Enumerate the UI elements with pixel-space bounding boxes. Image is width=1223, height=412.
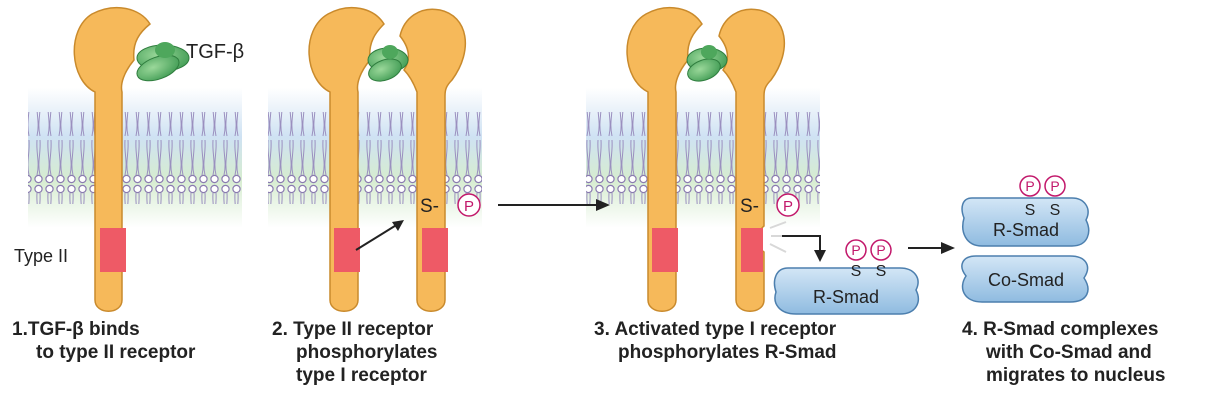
type-ii-receptor-panel-3 (626, 6, 703, 312)
phosphate-badge: P (776, 193, 800, 217)
kinase-domain (652, 228, 678, 272)
type-ii-receptor-panel-1 (73, 6, 151, 312)
svg-text:P: P (1025, 178, 1034, 194)
phosphate-pair-panel-3: P P S S (845, 239, 892, 280)
phosphorylation-arrow (782, 235, 826, 262)
serine-label: S- (420, 196, 439, 217)
step-caption-1: 1.TGF-β binds to type II receptor (12, 319, 196, 363)
membrane-panel-1 (28, 88, 242, 228)
svg-text:S: S (1025, 202, 1036, 219)
tgf-beta-ligand-panel-3 (686, 45, 728, 82)
step-caption-4: 4. R-Smad complexes with Co-Smad and mig… (962, 319, 1166, 386)
step-arrow-2-3 (498, 199, 610, 211)
svg-text:P: P (876, 242, 885, 258)
r-smad-label: R-Smad (993, 220, 1059, 240)
kinase-domain (741, 228, 763, 272)
serine-label: S- (740, 196, 759, 217)
svg-text:P: P (1050, 178, 1059, 194)
svg-text:S: S (1050, 202, 1061, 219)
type-ii-label: Type II (14, 246, 68, 266)
tgf-beta-ligand-panel-2 (367, 45, 409, 82)
step-arrow-3-4 (908, 242, 955, 254)
svg-text:S: S (876, 263, 887, 280)
phosphate-pair-panel-4: P P (1019, 175, 1066, 197)
phosphate-badge: P (457, 193, 481, 217)
tgf-beta-ligand-panel-1 (136, 42, 190, 82)
type-ii-receptor-panel-2 (308, 6, 385, 312)
kinase-domain (422, 228, 448, 272)
kinase-domain (100, 228, 126, 272)
type-i-receptor-panel-2 (399, 8, 466, 312)
co-smad-label: Co-Smad (988, 270, 1064, 290)
r-smad-panel-3: R-Smad (773, 267, 920, 315)
membrane-panel-2 (268, 88, 482, 228)
tgf-beta-label: TGF-β (186, 41, 244, 63)
step-caption-2: 2. Type II receptor phosphorylates type … (272, 319, 438, 386)
co-smad-panel-4: Co-Smad (961, 255, 1089, 303)
svg-text:P: P (464, 198, 474, 215)
phosphorylation-arrow (355, 220, 404, 251)
svg-text:S: S (851, 263, 862, 280)
r-smad-panel-4: S S R-Smad (961, 197, 1090, 247)
type-i-receptor-panel-3 (718, 8, 785, 312)
r-smad-label: R-Smad (813, 287, 879, 307)
svg-text:P: P (851, 242, 860, 258)
step-caption-3: 3. Activated type I receptor phosphoryla… (594, 319, 837, 363)
svg-text:P: P (783, 198, 793, 215)
kinase-domain (334, 228, 360, 272)
